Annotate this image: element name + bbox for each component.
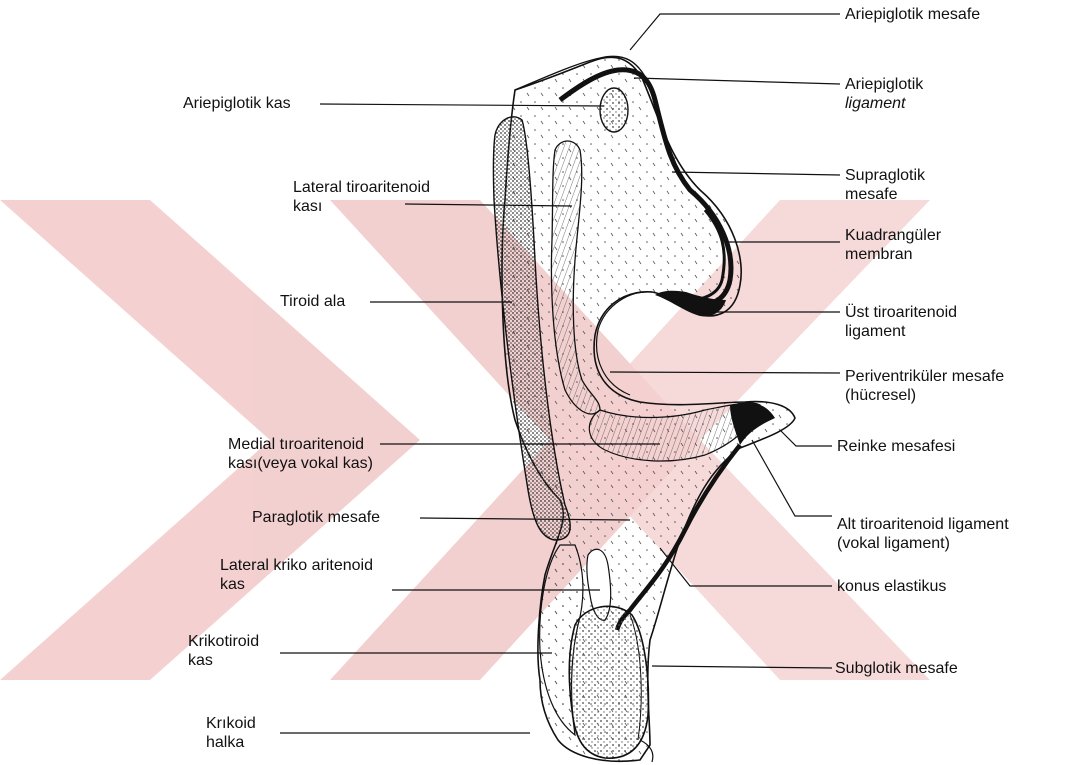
label-periventrikuler: Periventriküler mesafe (hücresel) — [845, 367, 1004, 405]
label-text: Krikotiroid — [188, 632, 259, 651]
label-krikoid: Krıkoid halka — [206, 714, 256, 752]
label-text: Alt tiroaritenoid ligament — [837, 515, 1009, 534]
label-text: membran — [845, 245, 941, 264]
label-tiroid-ala: Tiroid ala — [280, 292, 345, 311]
label-text: Lateral tiroaritenoid — [293, 178, 430, 197]
label-ariepiglotik-kas: Ariepiglotik kas — [183, 94, 291, 113]
label-lateral-tiroaritenoid: Lateral tiroaritenoid kası — [293, 178, 430, 216]
label-text: Tiroid ala — [280, 292, 345, 311]
label-ust-tiroaritenoid: Üst tiroaritenoid ligament — [845, 303, 957, 341]
cricoid-ring — [569, 606, 648, 758]
label-text: ligament — [845, 94, 923, 113]
label-text: Subglotik mesafe — [835, 659, 958, 678]
label-text: Ariepiglotik mesafe — [845, 5, 980, 24]
label-text: Reinke mesafesi — [837, 437, 955, 456]
label-kuadrangular-membran: Kuadrangüler membran — [845, 226, 941, 264]
label-krikotiroid: Krikotiroid kas — [188, 632, 259, 670]
label-supraglotik-mesafe: Supraglotik mesafe — [845, 166, 925, 204]
label-medial-tiroaritenoid: Medial tıroaritenoid kası(veya vokal kas… — [228, 435, 373, 473]
label-konus: konus elastikus — [837, 577, 946, 596]
label-ariepiglotik-mesafe: Ariepiglotik mesafe — [845, 5, 980, 24]
label-paraglotik: Paraglotik mesafe — [252, 508, 380, 527]
label-text: (hücresel) — [845, 386, 1004, 405]
label-alt-tiroaritenoid: Alt tiroaritenoid ligament (vokal ligame… — [837, 515, 1009, 553]
label-subglotik: Subglotik mesafe — [835, 659, 958, 678]
label-text: Üst tiroaritenoid — [845, 303, 957, 322]
label-text: kası(veya vokal kas) — [228, 454, 373, 473]
label-text: (vokal ligament) — [837, 534, 1009, 553]
label-text: halka — [206, 733, 256, 752]
label-text: Periventriküler mesafe — [845, 367, 1004, 386]
label-text: kas — [188, 651, 259, 670]
label-text: Supraglotik — [845, 166, 925, 185]
label-text: kas — [220, 575, 373, 594]
label-text: mesafe — [845, 185, 925, 204]
label-ariepiglotik-ligament: Ariepiglotik ligament — [845, 75, 923, 113]
label-text: kası — [293, 197, 430, 216]
ariepiglotik-kas-oval — [600, 88, 628, 132]
label-text: ligament — [845, 322, 957, 341]
label-text: Kuadrangüler — [845, 226, 941, 245]
label-lateral-kriko: Lateral kriko aritenoid kas — [220, 556, 373, 594]
label-text: konus elastikus — [837, 577, 946, 596]
label-text: Ariepiglotik kas — [183, 94, 291, 113]
label-text: Medial tıroaritenoid — [228, 435, 373, 454]
label-text: Ariepiglotik — [845, 75, 923, 94]
label-text: Krıkoid — [206, 714, 256, 733]
label-text: Lateral kriko aritenoid — [220, 556, 373, 575]
label-reinke: Reinke mesafesi — [837, 437, 955, 456]
label-text: Paraglotik mesafe — [252, 508, 380, 527]
